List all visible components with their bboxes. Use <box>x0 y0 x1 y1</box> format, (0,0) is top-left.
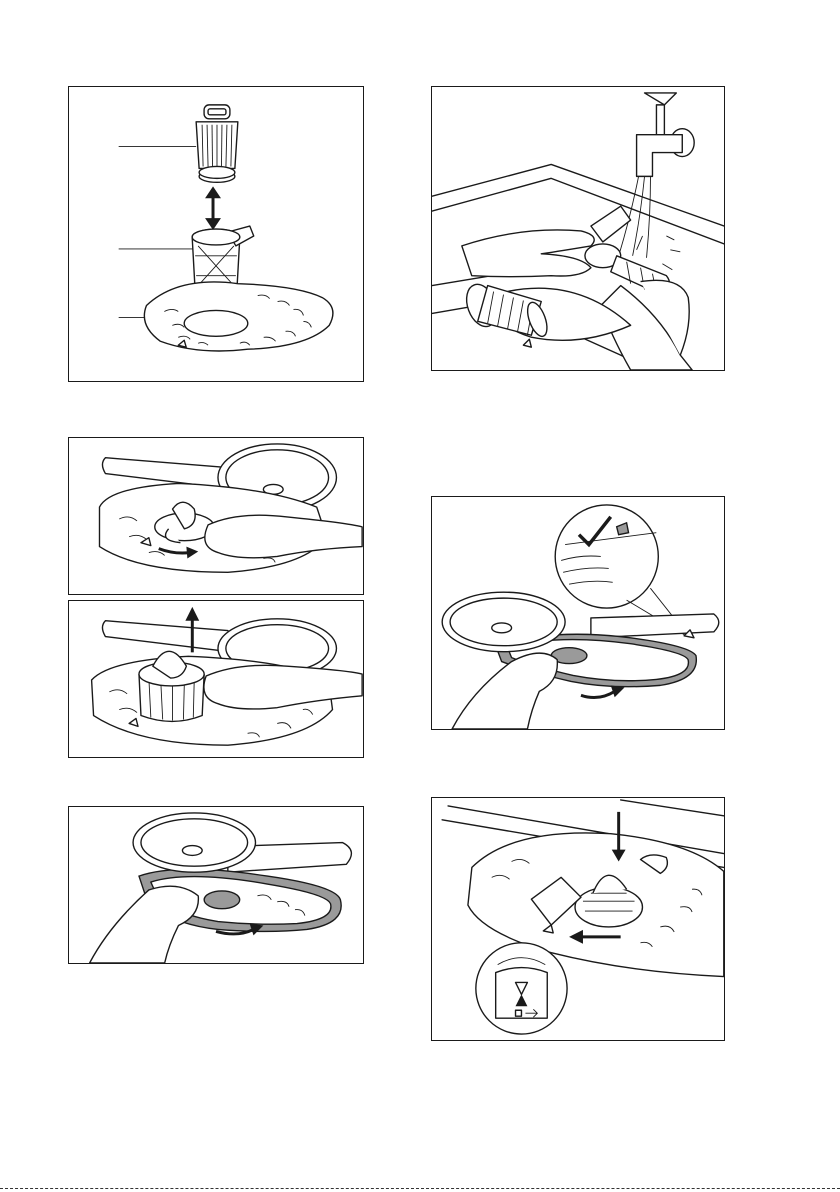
double-arrow-icon <box>205 186 221 230</box>
figure-refit-flat-filter <box>431 496 725 730</box>
fine-filter-icon <box>196 105 238 182</box>
flat-filter-icon <box>144 282 333 351</box>
turn-filter-illustration <box>69 438 363 594</box>
turn-flat-filter-illustration <box>69 807 363 963</box>
figure-lock-filter <box>431 797 725 1041</box>
hand-icon <box>452 653 557 729</box>
figure-turn-flat-filter <box>68 806 364 964</box>
fine-filter-icon <box>461 280 630 340</box>
hand-icon <box>205 515 362 558</box>
rotate-arrow-icon <box>581 685 625 697</box>
lift-filter-illustration <box>69 601 363 757</box>
hand-icon <box>90 886 199 963</box>
refit-flat-filter-illustration <box>432 497 724 729</box>
lock-filter-illustration <box>432 798 724 1040</box>
hand-icon <box>204 665 362 709</box>
figure-turn-filter-out <box>68 437 364 595</box>
tap-icon <box>637 93 695 176</box>
page-bottom-dashed-line <box>0 1188 840 1189</box>
filter-assembly-illustration <box>69 87 363 381</box>
figure-lift-filter-out <box>68 600 364 758</box>
figure-filter-exploded <box>68 86 364 382</box>
figure-rinse-filters <box>431 86 725 371</box>
rinse-illustration <box>432 87 724 370</box>
lock-detail-inset <box>476 943 567 1034</box>
